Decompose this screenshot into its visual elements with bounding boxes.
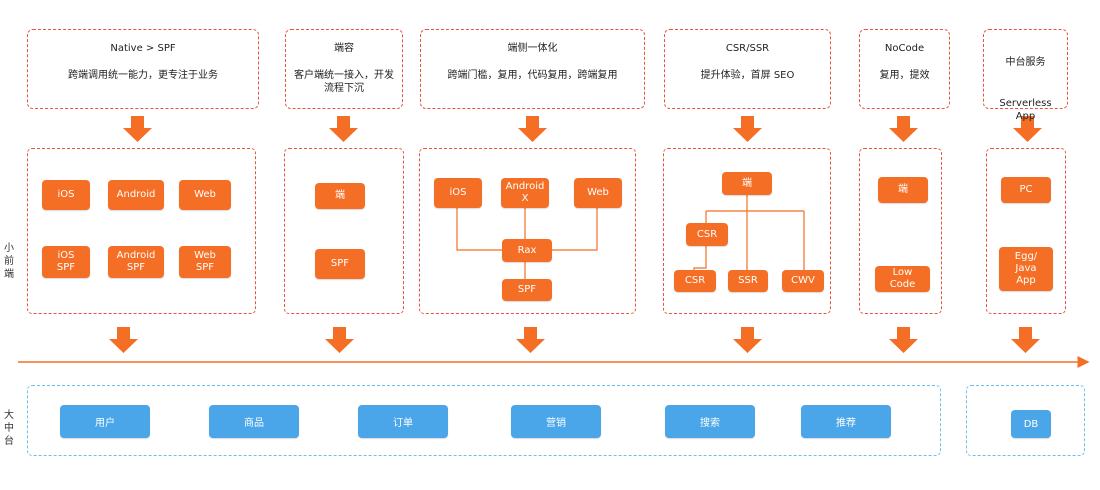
service-marketing: 营销 bbox=[511, 405, 601, 438]
down-arrow-9 bbox=[516, 327, 545, 353]
down-arrow-3 bbox=[518, 116, 547, 142]
service-order: 订单 bbox=[358, 405, 448, 438]
node-container-spf: SPF bbox=[315, 249, 365, 279]
req-title: 中台服务 bbox=[1005, 57, 1046, 68]
req-title: Native > SPF bbox=[110, 43, 176, 54]
down-arrow-7 bbox=[109, 327, 138, 353]
connector-web-rax bbox=[551, 208, 598, 251]
down-arrow-1 bbox=[123, 116, 152, 142]
node-ios: iOS bbox=[42, 180, 90, 210]
down-arrow-4 bbox=[733, 116, 762, 142]
node-render-mid: CSR bbox=[686, 223, 728, 246]
node-web: Web bbox=[179, 180, 231, 210]
service-user: 用户 bbox=[60, 405, 150, 438]
req-box-csr-ssr: CSR/SSR 提升体验，首屏 SEO bbox=[664, 29, 831, 109]
node-android-spf: Android SPF bbox=[108, 246, 164, 278]
node-android: Android bbox=[108, 180, 164, 210]
req-title: 端侧一体化 bbox=[507, 43, 558, 54]
req-box-native-spf: Native > SPF 跨端调用统一能力，更专注于业务 bbox=[27, 29, 259, 109]
service-recommend: 推荐 bbox=[801, 405, 891, 438]
service-db: DB bbox=[1011, 410, 1051, 438]
node-rax-android: Android X bbox=[501, 178, 549, 208]
node-rax-web: Web bbox=[574, 178, 622, 208]
mid-container-3 bbox=[419, 148, 636, 314]
node-cwv: CWV bbox=[782, 270, 824, 292]
service-search: 搜索 bbox=[665, 405, 755, 438]
node-csr: CSR bbox=[674, 270, 716, 292]
down-arrow-8 bbox=[325, 327, 354, 353]
down-arrow-10 bbox=[733, 327, 762, 353]
node-rax: Rax bbox=[502, 239, 552, 262]
node-nocode-top: 端 bbox=[878, 177, 928, 203]
node-rax-spf: SPF bbox=[502, 279, 552, 301]
node-lowcode: Low Code bbox=[875, 266, 930, 292]
down-arrow-2 bbox=[329, 116, 358, 142]
node-render-top: 端 bbox=[722, 172, 772, 195]
bottom-container-services bbox=[27, 385, 941, 456]
req-box-middle-service: 中台服务 Serverless App bbox=[983, 29, 1068, 122]
node-egg-java-app: Egg/ Java App bbox=[999, 247, 1053, 291]
req-title: 端容 bbox=[334, 43, 354, 54]
node-pc: PC bbox=[1001, 177, 1051, 203]
node-ios-spf: iOS SPF bbox=[42, 246, 90, 278]
req-box-nocode: NoCode 复用，提效 bbox=[859, 29, 950, 109]
node-web-spf: Web SPF bbox=[179, 246, 231, 278]
mid-container-6 bbox=[986, 148, 1066, 314]
label-small-frontend: 小 前 端 bbox=[4, 243, 14, 280]
req-desc: 复用，提效 bbox=[879, 70, 930, 81]
req-desc: 跨端门槛，复用，代码复用，跨端复用 bbox=[447, 70, 618, 81]
down-arrow-6 bbox=[1013, 116, 1042, 142]
connector-mid-csr bbox=[693, 246, 707, 270]
req-desc: 跨端调用统一能力，更专注于业务 bbox=[68, 70, 218, 81]
req-desc: Serverless App bbox=[999, 98, 1052, 122]
node-container-top: 端 bbox=[315, 183, 365, 209]
bottom-container-db bbox=[966, 385, 1085, 456]
down-arrow-5 bbox=[889, 116, 918, 142]
req-box-integration: 端侧一体化 跨端门槛，复用，代码复用，跨端复用 bbox=[420, 29, 645, 109]
label-big-middle-platform: 大 中 台 bbox=[4, 410, 14, 447]
mid-container-2 bbox=[284, 148, 404, 314]
node-rax-ios: iOS bbox=[434, 178, 482, 208]
down-arrow-12 bbox=[1011, 327, 1040, 353]
req-desc: 客户端统一接入，开发流程下沉 bbox=[294, 70, 394, 94]
service-product: 商品 bbox=[209, 405, 299, 438]
down-arrow-11 bbox=[889, 327, 918, 353]
req-desc: 提升体验，首屏 SEO bbox=[700, 70, 795, 81]
node-ssr: SSR bbox=[728, 270, 768, 292]
mid-container-1 bbox=[27, 148, 256, 314]
req-title: NoCode bbox=[884, 43, 925, 54]
req-title: CSR/SSR bbox=[725, 43, 770, 54]
mid-container-4 bbox=[663, 148, 831, 314]
req-box-container: 端容 客户端统一接入，开发流程下沉 bbox=[285, 29, 403, 109]
connector-ios-rax bbox=[456, 208, 503, 251]
mid-container-5 bbox=[859, 148, 942, 314]
